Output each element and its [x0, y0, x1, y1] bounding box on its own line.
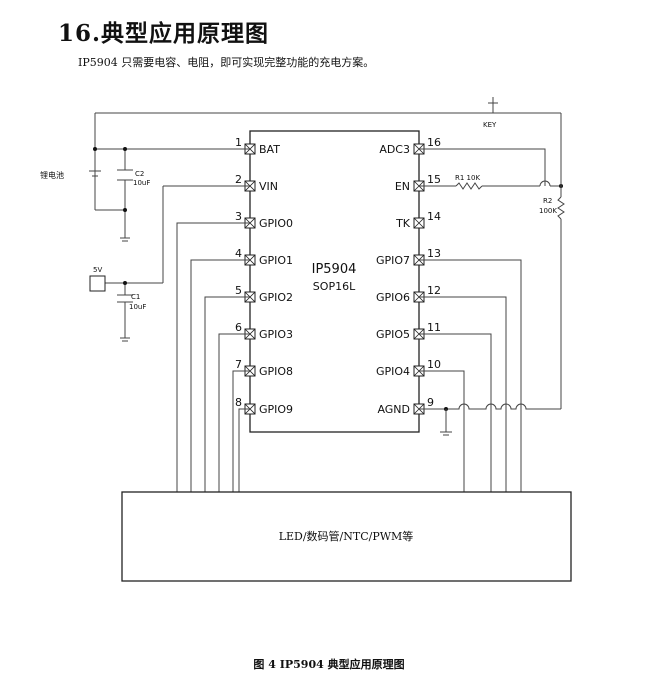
right-pin-name: TK — [395, 217, 411, 230]
right-pin-number: 14 — [427, 210, 441, 223]
right-pin-name: GPIO5 — [376, 328, 410, 341]
figure-caption: 图 4 IP5904 典型应用原理图 — [253, 658, 405, 671]
c1-ref: C1 — [131, 293, 140, 301]
function-block — [121, 491, 572, 582]
left-pin-number: 6 — [235, 321, 242, 334]
function-block-label: LED/数码管/NTC/PWM等 — [279, 529, 414, 543]
right-pin-name: AGND — [377, 403, 410, 416]
ic-body — [249, 130, 420, 433]
right-pin-number: 16 — [427, 136, 441, 149]
left-pin-number: 5 — [235, 284, 242, 297]
right-pin-name: GPIO7 — [376, 254, 410, 267]
chip-name: IP5904 — [312, 262, 357, 277]
right-pin-number: 9 — [427, 396, 434, 409]
right-pin-number: 11 — [427, 321, 441, 334]
right-pin-name: EN — [395, 180, 410, 193]
left-pin-name: GPIO0 — [259, 217, 293, 230]
left-pin-number: 4 — [235, 247, 242, 260]
vin-source-terminal — [89, 275, 106, 292]
right-pin-number: 13 — [427, 247, 441, 260]
section-heading: 16.典型应用原理图 — [58, 20, 270, 47]
battery-label: 锂电池 — [40, 170, 64, 180]
left-pin-name: GPIO9 — [259, 403, 293, 416]
left-pin-name: BAT — [259, 143, 280, 156]
r2-ref: R2 — [543, 197, 552, 205]
left-pin-name: GPIO3 — [259, 328, 293, 341]
right-pin-name: GPIO4 — [376, 365, 410, 378]
c2-value: 10uF — [133, 179, 150, 187]
right-pin-number: 10 — [427, 358, 441, 371]
left-pin-number: 8 — [235, 396, 242, 409]
right-pin-number: 15 — [427, 173, 441, 186]
right-pin-name: ADC3 — [379, 143, 410, 156]
left-pin-number: 2 — [235, 173, 242, 186]
left-pin-name: GPIO8 — [259, 365, 293, 378]
right-pin-number: 12 — [427, 284, 441, 297]
left-pin-name: VIN — [259, 180, 278, 193]
right-pin-name: GPIO6 — [376, 291, 410, 304]
r1-label: R1 10K — [455, 174, 480, 182]
chip-package: SOP16L — [313, 280, 356, 293]
c1-value: 10uF — [129, 303, 146, 311]
left-pin-number: 7 — [235, 358, 242, 371]
left-pin-number: 1 — [235, 136, 242, 149]
c2-ref: C2 — [135, 170, 144, 178]
left-pin-name: GPIO1 — [259, 254, 293, 267]
left-pin-name: GPIO2 — [259, 291, 293, 304]
key-label: KEY — [483, 121, 497, 129]
left-pin-number: 3 — [235, 210, 242, 223]
r2-value: 100K — [539, 207, 557, 215]
vin-source-label: 5V — [93, 266, 102, 274]
intro-text: IP5904 只需要电容、电阻，即可实现完整功能的充电方案。 — [78, 56, 375, 69]
